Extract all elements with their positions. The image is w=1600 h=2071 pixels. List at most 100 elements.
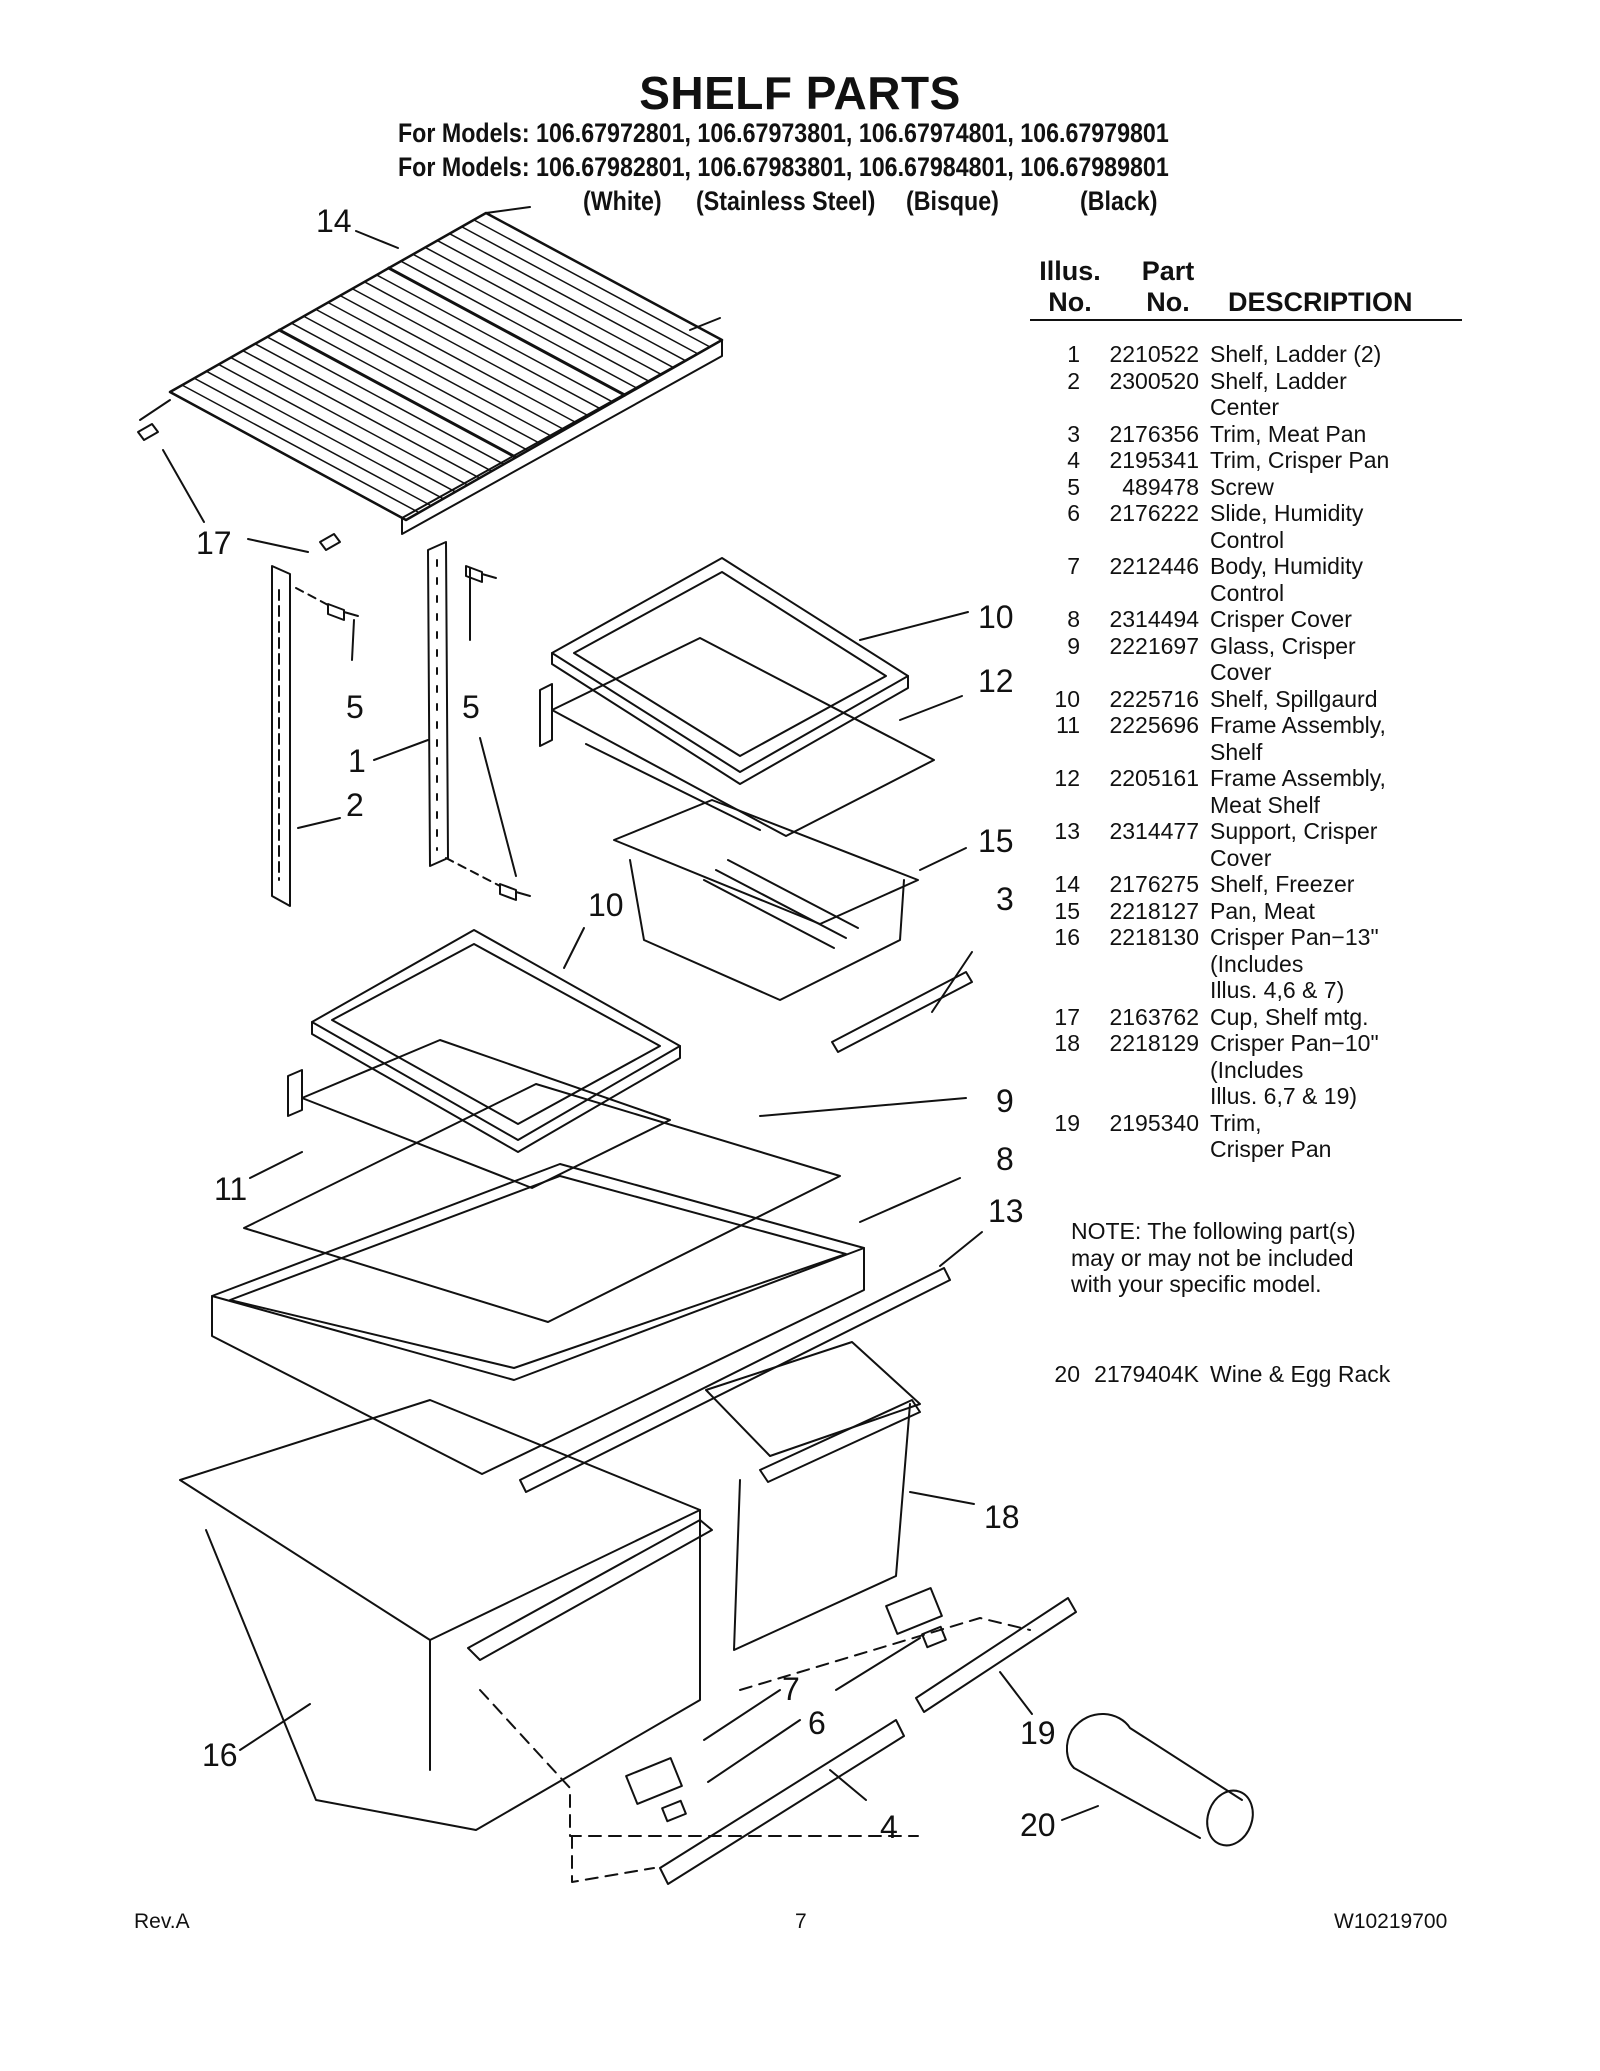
part-number: 2300520: [1109, 367, 1199, 394]
part-description: Body, Humidity Control: [1210, 553, 1363, 606]
callout-15: 15: [978, 823, 1014, 859]
callout-18: 18: [984, 1499, 1020, 1535]
part-illus-no: 5: [1067, 473, 1080, 500]
callout-19: 19: [1020, 1715, 1056, 1751]
part-description: Crisper Pan−10" (Includes Illus. 6,7 & 1…: [1210, 1030, 1379, 1109]
callout-leader-7: [703, 1689, 781, 1741]
callout-leader-15: [919, 847, 967, 871]
footer-page-number: 7: [795, 1910, 807, 1933]
freezer-shelf-illustration: [139, 206, 724, 535]
callout-leader-10a: [859, 611, 969, 641]
part-illus-no: 12: [1054, 765, 1080, 791]
part-description: Shelf, Ladder Center: [1210, 367, 1347, 421]
glass-crisper-cover-illustration: [243, 1083, 841, 1323]
part-illus-no: 18: [1054, 1030, 1080, 1056]
crisper-cover-illustration: [211, 1163, 865, 1475]
callout-3: 3: [996, 881, 1014, 917]
part-illus-no: 13: [1054, 818, 1080, 844]
callout-leader-17b: [247, 538, 309, 553]
callout-1: 1: [348, 743, 366, 779]
part-number: 2195341: [1109, 447, 1199, 473]
callout-leader-12: [899, 695, 963, 721]
callout-10-lower: 10: [588, 887, 624, 923]
part-row: 2 2300520 Shelf, Ladder Center: [1030, 368, 1470, 421]
part-number: 2210522: [1109, 341, 1199, 367]
part-number: 2176356: [1109, 420, 1199, 447]
callout-10-upper: 10: [978, 599, 1014, 635]
callout-leader-13: [939, 1231, 983, 1267]
part-description: Trim, Crisper Pan: [1210, 1109, 1332, 1163]
part-description: Support, Crisper Cover: [1210, 818, 1378, 871]
part-description: Frame Assembly, Meat Shelf: [1210, 765, 1386, 818]
header-illus-no: Illus. No.: [1039, 256, 1101, 317]
callout-12: 12: [978, 663, 1014, 699]
callout-labels: 14 17 5 5 1 2 10 12 15 3 10 9 11 8 13 18…: [196, 203, 1056, 1845]
part-illus-no: 11: [1056, 712, 1080, 738]
part-description: Trim, Meat Pan: [1210, 420, 1367, 447]
part-illus-no: 7: [1067, 553, 1080, 579]
ladder-illustration: [427, 541, 449, 867]
header-rule: [1030, 319, 1462, 321]
parts-list: 1 2210522 Shelf, Ladder (2) 2 2300520 Shelf, …: [1030, 341, 1470, 1163]
part-number: 2195340: [1109, 1109, 1199, 1136]
callout-leader-11: [249, 1151, 303, 1179]
part-illus-no: 3: [1067, 420, 1080, 447]
callout-leader-16: [239, 1703, 311, 1751]
callout-leader-14: [355, 230, 399, 249]
crisper-support-illustration: [519, 1267, 951, 1493]
callout-14: 14: [316, 203, 352, 239]
model-note: NOTE: The following part(s) may or may n…: [1071, 1218, 1356, 1297]
part-illus-no: 2: [1067, 367, 1080, 394]
part-description: Crisper Pan−13" (Includes Illus. 4,6 & 7…: [1210, 924, 1379, 1003]
callout-17: 17: [196, 525, 232, 561]
callout-leader-5a: [351, 619, 355, 661]
part-number: 2225716: [1109, 685, 1199, 712]
part-illus-no: 17: [1054, 1003, 1080, 1030]
callout-leader-8: [859, 1177, 961, 1223]
footer-document-id: W10219700: [1334, 1910, 1448, 1933]
part-description: Trim, Crisper Pan: [1210, 447, 1390, 473]
part-illus-no: 1: [1067, 341, 1080, 367]
part-description: Frame Assembly, Shelf: [1210, 712, 1386, 765]
part-description: Crisper Cover: [1210, 606, 1352, 632]
callout-leader-2: [297, 817, 341, 829]
part-description: Pan, Meat: [1210, 897, 1315, 924]
callout-16: 16: [202, 1737, 238, 1773]
part-number: 2221697: [1109, 632, 1199, 659]
color-label-black: (Black): [1080, 186, 1158, 216]
callout-5-left: 5: [346, 689, 364, 725]
callout-leader-4: [829, 1769, 867, 1801]
screw-upper-right: [465, 565, 497, 583]
footer-revision: Rev.A: [134, 1910, 190, 1933]
extra-description: Wine & Egg Rack: [1210, 1361, 1391, 1387]
part-description: Shelf, Ladder (2): [1210, 341, 1382, 367]
humidity-control-body-left: [625, 1757, 683, 1805]
callout-leader-6: [707, 1637, 921, 1783]
crisper-pan-trim-13-illustration: [659, 1719, 905, 1885]
part-row: 3 2176356 Trim, Meat Pan: [1030, 421, 1470, 448]
part-number: 2314477: [1109, 818, 1199, 844]
part-number: 489478: [1122, 473, 1199, 500]
part-illus-no: 8: [1067, 606, 1080, 632]
part-number: 2225696: [1109, 712, 1199, 738]
callout-8: 8: [996, 1141, 1014, 1177]
part-illus-no: 10: [1054, 685, 1080, 712]
callout-6: 6: [808, 1705, 826, 1741]
lower-spill-shelf-illustration: [311, 929, 681, 1153]
callout-leader-5c: [479, 737, 517, 877]
part-number: 2218127: [1109, 897, 1199, 924]
part-description: Glass, Crisper Cover: [1210, 632, 1356, 686]
part-illus-no: 16: [1054, 924, 1080, 950]
